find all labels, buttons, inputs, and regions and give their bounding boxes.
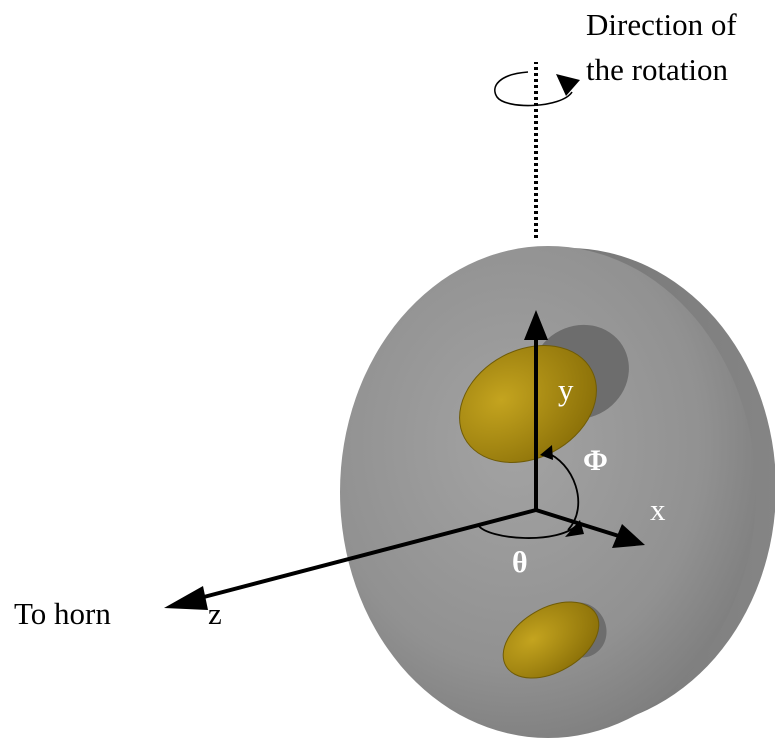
z-axis-arrowhead-icon bbox=[164, 586, 208, 610]
coordinate-axes bbox=[164, 310, 645, 610]
theta-label: θ bbox=[512, 546, 528, 579]
to-horn-label: To horn bbox=[14, 596, 111, 631]
upper-patch bbox=[459, 324, 629, 463]
z-axis-line bbox=[199, 508, 537, 600]
z-axis-label: z bbox=[208, 596, 222, 631]
direction-label-line2: the rotation bbox=[586, 52, 729, 87]
y-axis-arrowhead-icon bbox=[524, 310, 548, 340]
rotation-direction-arrow-icon bbox=[494, 71, 580, 107]
direction-label-line1: Direction of bbox=[586, 7, 737, 42]
y-axis-label: y bbox=[558, 372, 574, 407]
x-axis-label: x bbox=[650, 492, 666, 527]
disk-face bbox=[340, 246, 756, 738]
theta-angle-arc bbox=[477, 520, 584, 539]
phi-angle-arc bbox=[540, 445, 580, 531]
x-axis-arrowhead-icon bbox=[612, 524, 645, 548]
phi-label: Φ bbox=[583, 444, 608, 477]
disk bbox=[340, 246, 775, 738]
lower-patch bbox=[502, 601, 607, 679]
